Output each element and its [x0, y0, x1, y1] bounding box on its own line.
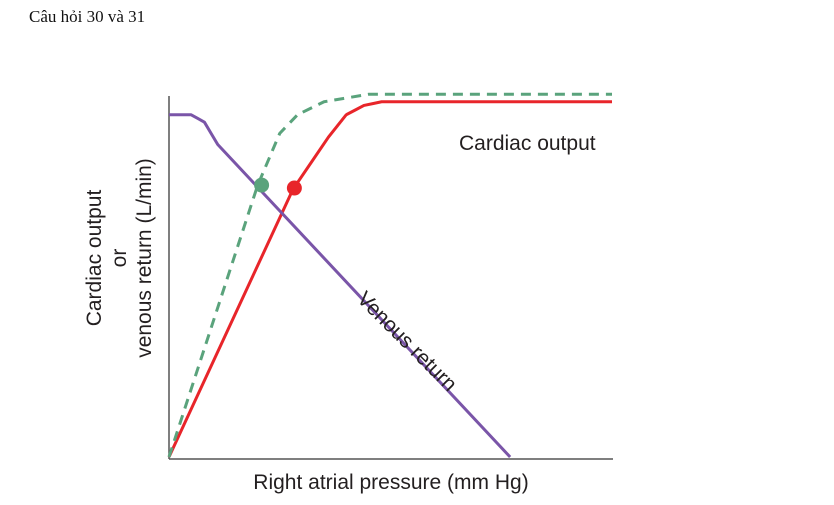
- cardiac-output-curve-label: Cardiac output: [459, 132, 596, 155]
- venous-return-curve-label: Venous return: [352, 287, 461, 396]
- y-axis-label-line-2: or: [108, 249, 131, 268]
- venous-return-curve: [169, 113, 512, 459]
- x-axis-label: Right atrial pressure (mm Hg): [253, 471, 528, 494]
- y-axis-label-line-1: Cardiac output: [83, 190, 106, 327]
- series-layer: [167, 92, 612, 459]
- page-title: Câu hỏi 30 và 31: [29, 7, 146, 26]
- equilibrium-points: [254, 177, 302, 196]
- dashed-cardiac-output-curve: [167, 92, 612, 458]
- y-axis-label-line-3: venous return (L/min): [133, 158, 156, 358]
- dashed-curve-intersection-point: [254, 177, 270, 193]
- cardiac-output-curve: [167, 100, 612, 458]
- cardiac-output-intersection-point: [286, 180, 302, 196]
